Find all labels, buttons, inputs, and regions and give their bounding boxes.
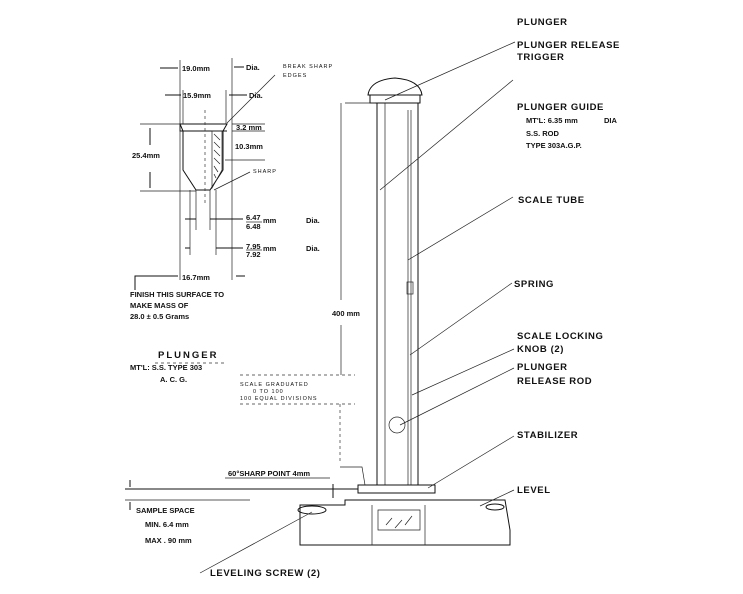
callout-plunger: PLUNGER bbox=[517, 17, 568, 28]
dim-6-48: 6.48 bbox=[246, 222, 261, 231]
break-edges-label: EDGES bbox=[283, 73, 307, 79]
dim-6-47: 6.47 bbox=[246, 213, 261, 222]
callout-release-trigger: PLUNGER RELEASE bbox=[517, 40, 620, 51]
dia-label: Dia. bbox=[306, 244, 320, 253]
plunger-head bbox=[367, 77, 423, 96]
sample-min: MIN. 6.4 mm bbox=[145, 520, 189, 529]
guide-rod: S.S. ROD bbox=[526, 129, 560, 138]
break-edges-label: BREAK SHARP bbox=[283, 64, 333, 70]
mm-label: mm bbox=[263, 244, 277, 253]
finish-note: FINISH THIS SURFACE TO bbox=[130, 290, 224, 299]
scale-locking-knob bbox=[388, 416, 406, 434]
callout-stabilizer: STABILIZER bbox=[517, 430, 578, 441]
guide-material: MT'L: 6.35 mm bbox=[526, 116, 578, 125]
dim-15-9: 15.9mm bbox=[183, 91, 211, 100]
callout-level: LEVEL bbox=[517, 485, 551, 496]
dia-label: Dia. bbox=[249, 91, 263, 100]
dim-7-92: 7.92 bbox=[246, 250, 261, 259]
callout-spring: SPRING bbox=[514, 279, 554, 290]
plunger-material: MT'L: S.S. TYPE 303 bbox=[130, 363, 202, 372]
scale-note: 100 EQUAL DIVISIONS bbox=[240, 396, 318, 402]
guide-dia: DIA bbox=[604, 116, 618, 125]
base bbox=[299, 499, 511, 546]
dim-19: 19.0mm bbox=[182, 64, 210, 73]
plunger-detail-labels: 19.0mm Dia. BREAK SHARP EDGES 15.9mm Dia… bbox=[130, 63, 333, 384]
leveling-screw bbox=[297, 505, 327, 515]
sample-max: MAX . 90 mm bbox=[145, 536, 192, 545]
scale-note: SCALE GRADUATED bbox=[240, 382, 309, 388]
plunger-title: PLUNGER bbox=[158, 350, 218, 361]
guide-type: TYPE 303A.G.P. bbox=[526, 141, 582, 150]
height-dimension: 400 mm bbox=[332, 309, 360, 318]
callout-scale-tube: SCALE TUBE bbox=[518, 195, 585, 206]
dim-16-7: 16.7mm bbox=[182, 273, 210, 282]
dim-10-3: 10.3mm bbox=[235, 142, 263, 151]
callout-release-rod: PLUNGER bbox=[517, 362, 568, 373]
mm-label: mm bbox=[263, 216, 277, 225]
callout-scale-locking-knob: KNOB (2) bbox=[517, 344, 564, 355]
callout-release-trigger: TRIGGER bbox=[517, 52, 564, 63]
level-bubble bbox=[485, 503, 505, 511]
dia-label: Dia. bbox=[306, 216, 320, 225]
plunger-detail-drawing bbox=[134, 58, 276, 364]
leveling-screw-label: LEVELING SCREW (2) bbox=[210, 568, 321, 579]
sample-space-label: SAMPLE SPACE bbox=[136, 506, 195, 515]
callout-labels: PLUNGER PLUNGER RELEASE TRIGGER PLUNGER … bbox=[514, 17, 620, 496]
hatched-section bbox=[211, 130, 223, 190]
stabilizer bbox=[357, 484, 436, 494]
assembly-drawing bbox=[125, 41, 516, 574]
scale-note: 0 TO 100 bbox=[253, 389, 284, 395]
sharp-point-label: 60°SHARP POINT 4mm bbox=[228, 469, 310, 478]
finish-note: 28.0 ± 0.5 Grams bbox=[130, 312, 189, 321]
dia-label: Dia. bbox=[246, 63, 260, 72]
callout-release-rod: RELEASE ROD bbox=[517, 376, 592, 387]
dim-3-2: 3.2 mm bbox=[236, 123, 262, 132]
dim-25-4: 25.4mm bbox=[132, 151, 160, 160]
plunger-acg: A. C. G. bbox=[160, 375, 187, 384]
callout-plunger-guide: PLUNGER GUIDE bbox=[517, 102, 604, 113]
dim-7-95: 7.95 bbox=[246, 242, 261, 251]
sharp-label: SHARP bbox=[253, 169, 277, 175]
finish-note: MAKE MASS OF bbox=[130, 301, 189, 310]
assembly-labels: 400 mm SCALE GRADUATED 0 TO 100 100 EQUA… bbox=[136, 309, 360, 579]
callout-scale-locking-knob: SCALE LOCKING bbox=[517, 331, 603, 342]
